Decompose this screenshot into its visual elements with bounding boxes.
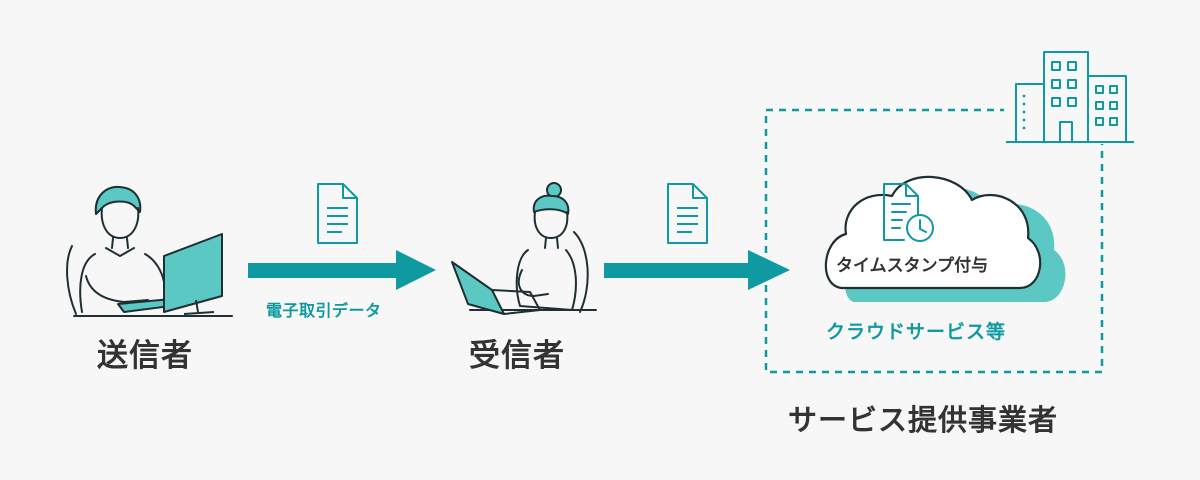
monitor-icon: [163, 233, 223, 315]
service-provider-label: サービス提供事業者: [788, 403, 1059, 437]
arrow-right-icon: [248, 250, 436, 290]
cloud-icon: [824, 175, 1066, 302]
building-icon: [1004, 51, 1136, 144]
document-icon: [667, 183, 708, 244]
cloud-service-label: クラウドサービス等: [826, 321, 1007, 343]
person-with-laptop-icon: [469, 182, 597, 313]
laptop-icon: [451, 261, 541, 315]
arrow-right-icon: [604, 250, 790, 290]
timestamp-document-icon: [883, 183, 934, 242]
timestamp-label: タイムスタンプ付与: [836, 256, 989, 276]
person-at-desktop-icon: [66, 185, 233, 317]
document-icon: [317, 183, 358, 244]
receiver-label: 受信者: [469, 338, 565, 374]
data-flow-label: 電子取引データ: [266, 301, 382, 320]
sender-label: 送信者: [97, 338, 193, 374]
